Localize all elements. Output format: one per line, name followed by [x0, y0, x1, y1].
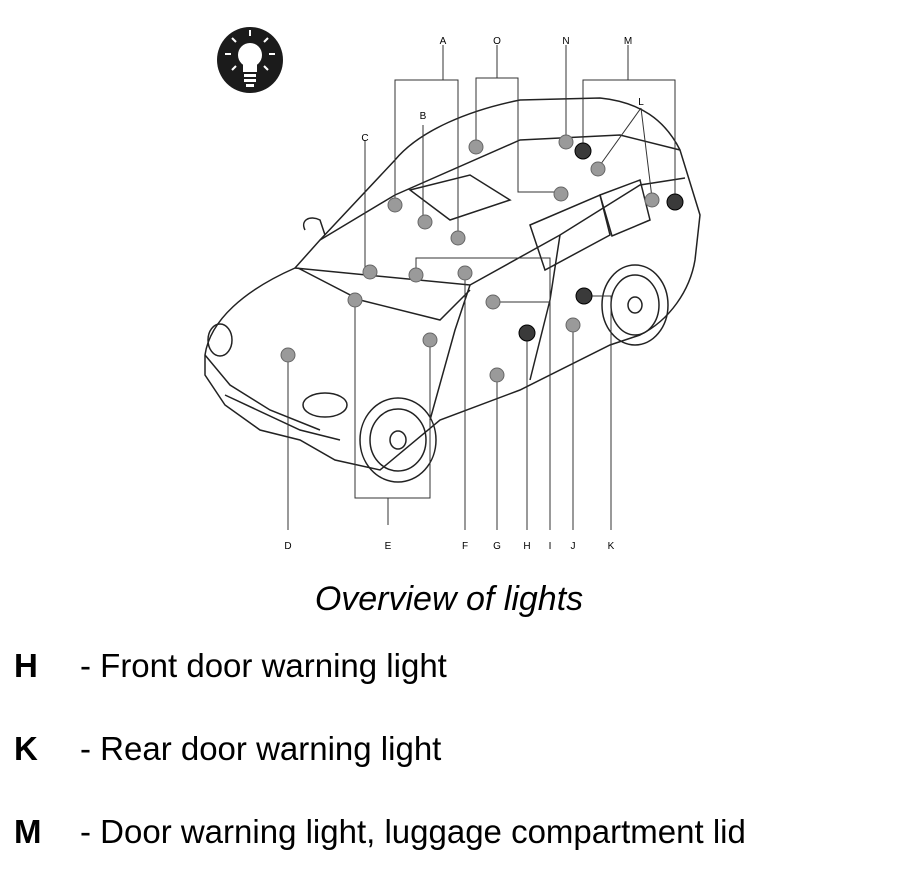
legend-description: - Door warning light, luggage compartmen…	[80, 813, 746, 850]
light-marker	[565, 317, 581, 333]
light-marker	[347, 292, 363, 308]
legend-key: K	[14, 730, 38, 767]
legend-item-k: K - Rear door warning light	[0, 730, 898, 780]
car-lights-diagram: A O N M B C L D E F G H I J K	[204, 27, 701, 552]
callout-label: F	[462, 541, 468, 552]
light-marker	[590, 161, 606, 177]
light-marker	[553, 186, 569, 202]
callout-label: M	[624, 36, 632, 47]
callout-label: H	[523, 541, 530, 552]
light-bulb-icon	[217, 27, 283, 93]
callout-label: N	[562, 36, 569, 47]
light-marker	[280, 347, 296, 363]
callout-label: B	[420, 111, 427, 122]
warning-light-marker	[518, 324, 536, 342]
legend-key: H	[14, 647, 38, 684]
callout-label: A	[440, 36, 447, 47]
light-marker	[457, 265, 473, 281]
diagram-caption: Overview of lights	[314, 580, 584, 618]
light-marker	[468, 139, 484, 155]
legend-item-h: H - Front door warning light	[0, 647, 898, 697]
callout-label: E	[385, 541, 392, 552]
light-marker	[644, 192, 660, 208]
callout-label: D	[284, 541, 291, 552]
callout-labels: A O N M B C L D E F G H I J K	[284, 36, 644, 552]
callout-lines	[287, 45, 676, 530]
callout-label: K	[608, 541, 615, 552]
legend-description: - Rear door warning light	[80, 730, 442, 767]
warning-light-marker	[666, 193, 684, 211]
warning-light-marker	[575, 287, 593, 305]
callout-label: I	[549, 541, 552, 552]
car-outline	[204, 97, 701, 471]
callout-label: G	[493, 541, 501, 552]
front-wheel	[359, 397, 437, 483]
callout-label: O	[493, 36, 501, 47]
light-marker	[422, 332, 438, 348]
legend-item-m: M - Door warning light, luggage compartm…	[0, 813, 898, 863]
light-marker	[489, 367, 505, 383]
light-marker	[362, 264, 378, 280]
legend-description: - Front door warning light	[80, 647, 447, 684]
callout-label: L	[638, 97, 644, 108]
legend-key: M	[14, 813, 42, 850]
light-markers	[280, 134, 660, 383]
light-marker	[485, 294, 501, 310]
light-marker	[558, 134, 574, 150]
warning-light-markers	[518, 142, 684, 342]
light-marker	[450, 230, 466, 246]
light-marker	[417, 214, 433, 230]
rear-wheel	[601, 264, 669, 346]
callout-label: J	[571, 541, 576, 552]
warning-light-marker	[574, 142, 592, 160]
light-marker	[408, 267, 424, 283]
callout-label: C	[361, 133, 368, 144]
light-marker	[387, 197, 403, 213]
